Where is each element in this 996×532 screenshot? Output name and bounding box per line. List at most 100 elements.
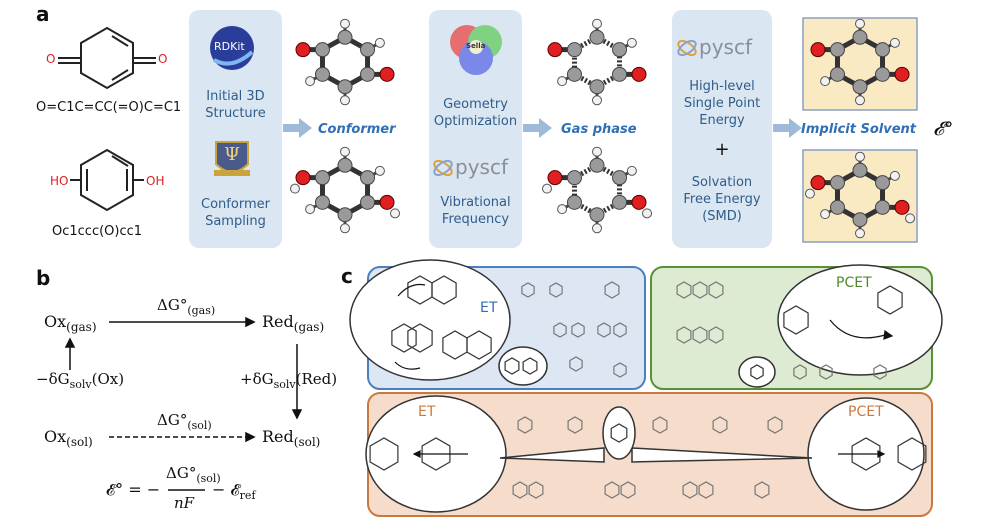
stage-conformer: Conformer (318, 122, 396, 137)
pcet-orange-label: PCET (848, 404, 884, 420)
ring-et-1 (391, 323, 417, 353)
ring-blue-7 (604, 281, 620, 299)
ring-green-4 (676, 326, 692, 344)
sella-logo (450, 25, 502, 75)
stage-implicit-solvent: Implicit Solvent (801, 122, 917, 137)
step3-plus: + (714, 139, 730, 160)
ring-orange-4 (712, 416, 728, 434)
ring-pcet-2 (877, 285, 903, 315)
ring-blue-5 (521, 282, 535, 298)
ring-orange-9 (620, 481, 636, 499)
ring-pcet-o-1 (851, 437, 881, 471)
gas-quinone-molecule (547, 18, 647, 106)
ring-blue-11 (613, 322, 627, 338)
pyscf-logo-2-text: pyscf (699, 35, 752, 59)
ring-green-5 (692, 326, 708, 344)
ring-orange-12 (754, 481, 770, 499)
et-blue-bubble (349, 259, 548, 386)
gas-hydroquinone-molecule (541, 146, 653, 234)
step1-box (189, 10, 282, 248)
conformer-hydroquinone-molecule (289, 146, 401, 234)
ring-orange-3 (652, 416, 668, 434)
step3-box (672, 10, 772, 248)
solvent-quinone-molecule (810, 18, 910, 106)
ring-orange-8 (604, 481, 620, 499)
ring-pcet-3 (750, 364, 764, 380)
ring-et-2b (431, 275, 457, 305)
ring-et-4 (504, 357, 520, 375)
ring-orange-1 (517, 416, 533, 434)
thermo-cycle-arrows (64, 316, 303, 491)
sella-logo-text: Sella (466, 42, 486, 50)
ring-et-1b (407, 323, 433, 353)
ring-green-6 (708, 326, 724, 344)
panel-b-letter: b (36, 266, 51, 290)
hydroquinone-OH: OH (146, 174, 165, 188)
potential-eq-denominator: nF (174, 494, 195, 512)
ring-center (610, 423, 628, 443)
ring-blue-13 (613, 362, 627, 378)
quinone-2d-structure (58, 26, 156, 90)
stage-gas-phase: Gas phase (561, 122, 637, 137)
ring-et-4b (522, 357, 538, 375)
ring-blue-8 (553, 322, 567, 338)
ox-sol: Ox(sol) (44, 427, 93, 450)
quinone-O-left: O (46, 52, 56, 66)
ring-green-1 (676, 281, 692, 299)
center-quinone-bubble (602, 406, 636, 460)
ring-pcet-o-2 (897, 437, 927, 471)
flow-arrow-3 (773, 118, 802, 138)
ring-et-3b (466, 330, 492, 360)
rdkit-logo-text: RDKit (214, 40, 245, 53)
flow-arrow-1 (283, 118, 312, 138)
ball-stick-molecules (289, 18, 916, 239)
flow-arrow-2 (523, 118, 552, 138)
pyscf-logo-2-icon (677, 39, 697, 57)
panel-c-structures (369, 275, 927, 499)
ring-orange-6 (512, 481, 528, 499)
potential-eq-lhs: 𝓔° = − (106, 480, 161, 499)
epsilon-symbol: 𝓔° (933, 118, 954, 140)
ring-orange-2 (567, 416, 583, 434)
bubble-arrows (394, 283, 894, 458)
red-sol: Red(sol) (262, 427, 321, 450)
right-solvation-term: +δGsolv(Red) (240, 370, 338, 391)
ring-green-2 (692, 281, 708, 299)
solvent-hydroquinone-molecule (804, 151, 916, 239)
ring-blue-6 (549, 282, 563, 298)
ring-green-3 (708, 281, 724, 299)
ring-blue-12 (569, 356, 583, 372)
pyscf-logo-1-icon (433, 159, 453, 177)
et-blue-label: ET (480, 300, 498, 316)
potential-eq-numerator: ΔG°(sol) (166, 464, 221, 485)
red-gas: Red(gas) (262, 312, 325, 335)
hydroquinone-HO: HO (50, 174, 69, 188)
quinone-O-right: O (158, 52, 168, 66)
rdkit-logo (210, 26, 254, 70)
hydroquinone-smiles: Oc1ccc(O)cc1 (52, 224, 143, 239)
step2-box (429, 10, 522, 248)
quinone-smiles: O=C1C=CC(=O)C=C1 (36, 100, 182, 115)
conformer-quinone-molecule (295, 18, 395, 106)
pcet-green-label: PCET (836, 275, 872, 291)
dg-sol: ΔG°(sol) (157, 411, 212, 432)
ring-green-8 (819, 364, 833, 380)
crest-logo: Ψ (214, 141, 250, 176)
et-orange-label: ET (418, 404, 436, 420)
ring-et-o-2 (369, 437, 399, 471)
svg-text:Ψ: Ψ (224, 144, 240, 165)
panel-c-letter: c (341, 264, 353, 288)
ox-gas: Ox(gas) (44, 312, 97, 335)
ring-orange-7 (528, 481, 544, 499)
pyscf-logo-1-text: pyscf (455, 155, 508, 179)
ring-blue-10 (597, 322, 611, 338)
ring-orange-10 (682, 481, 698, 499)
ring-blue-9 (571, 322, 585, 338)
panel-a-letter: a (36, 2, 50, 26)
